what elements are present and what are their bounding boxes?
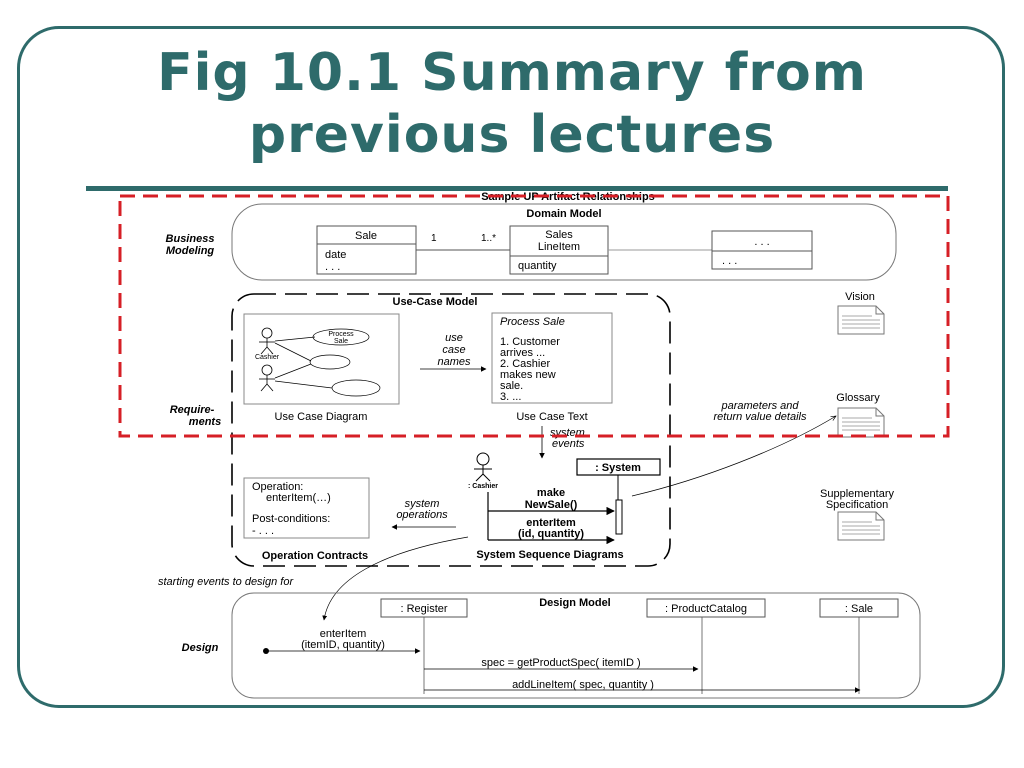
uc-names-label-3: names — [437, 356, 471, 368]
design-msg-spec: spec = getProductSpec( itemID ) — [481, 657, 640, 669]
lifeline-sale-label: : Sale — [845, 603, 873, 615]
assoc-mult-right: 1..* — [481, 233, 496, 244]
supplementary-label-1: Supplementary — [820, 488, 894, 500]
uc-text-line-5: sale. — [500, 380, 523, 392]
side-documents: Vision Glossary Supplementary Specificat… — [820, 291, 894, 541]
slide-frame — [17, 26, 1005, 708]
ssd-title: System Sequence Diagrams — [476, 549, 623, 561]
uc-text-line-1: 1. Customer — [500, 336, 560, 348]
class-lineitem-name-1: Sales — [545, 229, 573, 241]
ssd-msg2-line1: enterItem — [526, 517, 576, 529]
op-contracts-title: Operation Contracts — [262, 550, 368, 562]
ssd-actor-icon — [474, 452, 492, 482]
design-model-title: Design Model — [539, 597, 611, 609]
slide-title: Fig 10.1 Summary from previous lectures — [0, 42, 1024, 166]
row-label-requirements-1: Require- — [170, 404, 215, 416]
design-msg-enteritem-1: enterItem — [320, 628, 366, 640]
row-label-business-1: Business — [166, 233, 215, 245]
uc-names-label-2: case — [442, 344, 465, 356]
design-msg-enteritem-2: (itemID, quantity) — [301, 639, 385, 651]
supplementary-label-2: Specification — [826, 499, 888, 511]
op-contract-line-3: Post-conditions: — [252, 513, 330, 525]
class-sale-name: Sale — [355, 230, 377, 242]
lifeline-catalog-label: : ProductCatalog — [665, 603, 747, 615]
uc-actor-label: Cashier — [255, 354, 280, 361]
design-model: Design Model : Register : ProductCatalog… — [231, 592, 921, 699]
highlight-frame — [118, 194, 950, 438]
slide-title-line-1: Fig 10.1 Summary from — [157, 43, 867, 103]
domain-model-title: Domain Model — [526, 208, 601, 220]
class-lineitem-name-2: LineItem — [538, 241, 580, 253]
actor-cashier-icon — [259, 327, 275, 355]
ssd-msg1-line2: NewSale() — [525, 499, 578, 511]
op-contract-line-4: - . . . — [252, 525, 274, 537]
glossary-document-icon — [837, 407, 885, 438]
assoc-mult-left: 1 — [431, 233, 437, 244]
row-label-requirements-2: ments — [189, 416, 221, 428]
uc-text-line-6: 3. ... — [500, 391, 521, 403]
uc-text-caption: Use Case Text — [516, 411, 587, 423]
sys-ops-label-1: system — [405, 498, 440, 510]
system-sequence-diagram: : Cashier : System make NewSale() enterI… — [468, 452, 661, 561]
vision-label: Vision — [845, 291, 875, 303]
lifeline-register-label: : Register — [400, 603, 447, 615]
ssd-msg2-line2: (id, quantity) — [518, 528, 584, 540]
domain-model: Domain Model Sale date . . . 1 1..* Sale… — [231, 203, 897, 281]
slide-title-line-2: previous lectures — [248, 105, 776, 165]
starting-events-label: starting events to design for — [158, 576, 294, 588]
ssd-actor-label: : Cashier — [468, 483, 498, 490]
class-other-attr: . . . — [722, 255, 737, 267]
vision-document-icon — [837, 305, 885, 335]
sys-ops-label-2: operations — [396, 509, 448, 521]
system-events-label-2: events — [552, 438, 585, 450]
usecase-label-2: Sale — [334, 338, 348, 345]
ssd-msg1-line1: make — [537, 487, 565, 499]
class-sale-attr-1: date — [325, 249, 346, 261]
title-divider — [86, 186, 948, 191]
uc-diagram-caption: Use Case Diagram — [275, 411, 368, 423]
design-msg-addline: addLineItem( spec, quantity ) — [512, 679, 654, 691]
uc-text-title: Process Sale — [500, 316, 565, 328]
usecase-label-1: Process — [328, 331, 354, 338]
use-case-model: Use-Case Model Cashier Process Sa — [231, 293, 671, 567]
glossary-label: Glossary — [836, 392, 880, 404]
supplementary-document-icon — [837, 511, 885, 541]
uc-names-label-1: use — [445, 332, 463, 344]
actor-second-icon — [259, 364, 275, 392]
ssd-system-label: : System — [595, 462, 641, 474]
class-other-name: . . . — [754, 236, 769, 248]
uc-text-line-4: makes new — [500, 369, 556, 381]
row-label-business-2: Modeling — [166, 245, 215, 257]
uc-text-line-3: 2. Cashier — [500, 358, 550, 370]
uc-text-line-2: arrives ... — [500, 347, 545, 359]
class-sale-attr-2: . . . — [325, 261, 340, 273]
op-contract-line-1: Operation: — [252, 481, 303, 493]
param-label-2: return value details — [714, 411, 807, 423]
row-label-design: Design — [182, 642, 219, 654]
op-contract-line-2: enterItem(…) — [266, 492, 331, 504]
operation-contracts: Operation: enterItem(…) Post-conditions:… — [243, 477, 370, 562]
use-case-model-title: Use-Case Model — [393, 296, 478, 308]
param-label-1: parameters and — [720, 400, 799, 412]
class-lineitem-attr: quantity — [518, 260, 557, 272]
